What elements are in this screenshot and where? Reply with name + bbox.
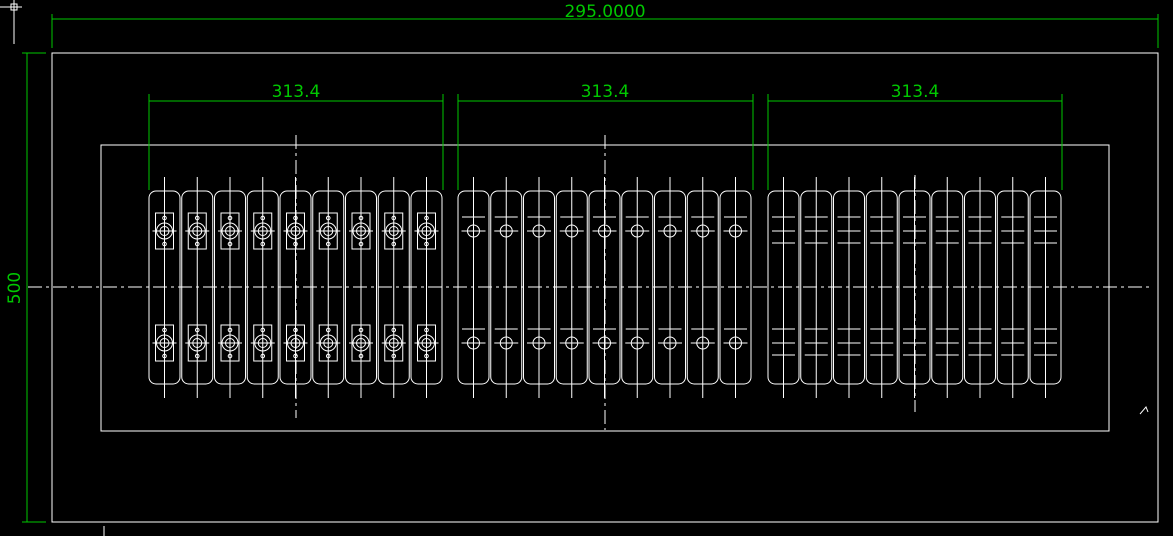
- slot: [621, 177, 654, 398]
- pin-bottom: [358, 353, 364, 359]
- pin-top: [293, 215, 298, 221]
- pin-bottom: [293, 241, 298, 247]
- overall-height-label: 500: [5, 272, 25, 304]
- pin-top: [194, 327, 200, 333]
- slot: [996, 177, 1029, 398]
- slot: [767, 177, 800, 398]
- pin-bottom: [424, 353, 429, 359]
- pin-top: [260, 327, 266, 333]
- slot: [931, 177, 964, 398]
- slot: [555, 177, 588, 398]
- slot: [898, 177, 931, 398]
- pin-bottom: [162, 353, 167, 359]
- slot: [833, 177, 865, 398]
- slot: [800, 177, 833, 398]
- pin-bottom: [260, 353, 266, 359]
- slot: [490, 177, 523, 398]
- pin-bottom: [227, 241, 233, 247]
- slot: [686, 177, 719, 398]
- pin-top: [424, 215, 429, 221]
- pin-bottom: [424, 241, 429, 247]
- slot: [214, 177, 246, 398]
- crosshair-cursor-icon: [0, 0, 22, 44]
- pin-bottom: [194, 353, 200, 359]
- pin-bottom: [358, 241, 364, 247]
- pin-bottom: [325, 353, 331, 359]
- slot: [279, 177, 312, 398]
- pin-bottom: [325, 241, 331, 247]
- pin-bottom: [162, 241, 167, 247]
- slot-group-1[interactable]: 313.4: [148, 82, 444, 418]
- corner-mark: [1139, 406, 1149, 415]
- pin-top: [194, 215, 200, 221]
- group-1-width-label: 313.4: [272, 82, 321, 102]
- slot: [865, 177, 898, 398]
- slot: [588, 177, 621, 398]
- slot: [345, 177, 377, 398]
- slot: [312, 177, 345, 398]
- slot: [523, 177, 555, 398]
- pin-top: [358, 215, 364, 221]
- pin-bottom: [293, 353, 298, 359]
- pin-bottom: [260, 241, 266, 247]
- slot: [457, 177, 490, 398]
- pin-top: [325, 327, 331, 333]
- overall-width-dimension[interactable]: 295.0000: [51, 2, 1159, 48]
- group-3-slots: [767, 177, 1062, 398]
- pin-top: [325, 215, 331, 221]
- slot-group-3[interactable]: 313.4: [767, 82, 1063, 412]
- slot-group-2[interactable]: 313.4: [457, 82, 754, 430]
- slot: [964, 177, 996, 398]
- slot: [377, 177, 410, 398]
- pin-top: [358, 327, 364, 333]
- group-3-width-label: 313.4: [891, 82, 940, 102]
- outer-plate-outline[interactable]: [51, 52, 1159, 523]
- group-3-dimension[interactable]: 313.4: [767, 82, 1063, 190]
- pin-top: [424, 327, 429, 333]
- slot: [719, 177, 752, 398]
- pin-top: [260, 215, 266, 221]
- pin-top: [391, 215, 397, 221]
- slot: [246, 177, 279, 398]
- pin-top: [391, 327, 397, 333]
- slot: [148, 177, 181, 398]
- overall-width-label: 295.0000: [564, 2, 645, 22]
- group-2-width-label: 313.4: [581, 82, 630, 102]
- pin-bottom: [194, 241, 200, 247]
- pin-bottom: [391, 241, 397, 247]
- slot: [181, 177, 214, 398]
- pin-bottom: [227, 353, 233, 359]
- pin-top: [293, 327, 298, 333]
- pin-bottom: [391, 353, 397, 359]
- group-2-dimension[interactable]: 313.4: [457, 82, 754, 190]
- pin-top: [162, 327, 167, 333]
- slot: [654, 177, 686, 398]
- pin-top: [162, 215, 167, 221]
- slot: [1029, 177, 1062, 398]
- overall-height-dimension[interactable]: 500: [5, 52, 46, 523]
- group-2-slots: [457, 177, 752, 398]
- pin-top: [227, 215, 233, 221]
- group-1-dimension[interactable]: 313.4: [148, 82, 444, 190]
- group-1-slots: [148, 177, 443, 398]
- slot: [410, 177, 443, 398]
- pin-top: [227, 327, 233, 333]
